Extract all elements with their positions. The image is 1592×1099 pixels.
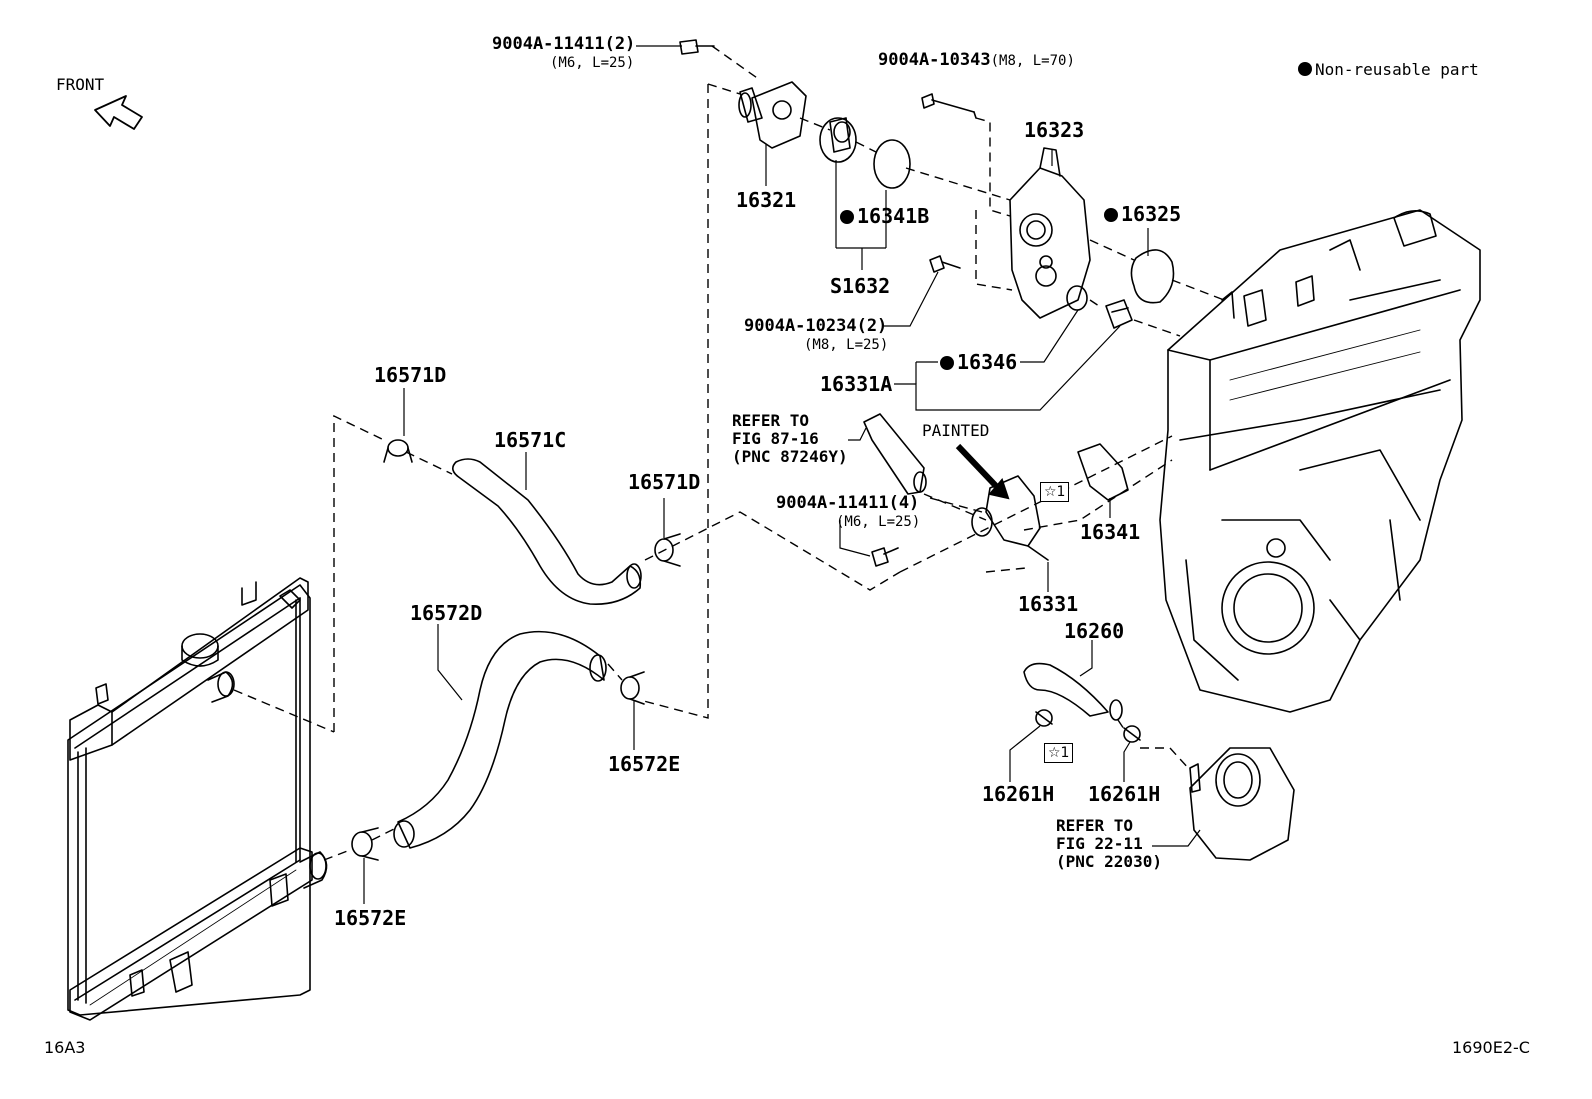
label-16572e-mid: 16572E [608,752,681,776]
corner-right-code: 1690E2-C [1452,1038,1530,1057]
gasket-16341b [873,139,911,189]
label-16572d: 16572D [410,601,483,625]
bolt-9004a-10343 [921,93,977,119]
bolt-9004a-11411-low [871,547,899,567]
o-ring-16346 [1066,285,1088,311]
label-16571d-top: 16571D [374,363,447,387]
gasket-16341 [1077,443,1129,501]
hose-16571c [452,458,642,605]
non-reusable-dot-icon [940,356,954,370]
legend: Non-reusable part [1298,62,1479,78]
non-reusable-dot-icon [1298,62,1312,76]
painted-label: PAINTED [922,421,990,440]
label-16571c: 16571C [494,428,567,452]
refer-2211-line1: REFER TO [1056,816,1134,835]
label-16341b: 16341B [840,206,929,226]
label-bolt-low: 9004A-11411(4) [776,493,920,513]
front-label: FRONT [56,75,105,94]
label-16571d-mid: 16571D [628,470,701,494]
bolt-9004a-10234 [929,255,961,273]
bypass-pipe [863,413,925,495]
refer-8716-line2: FIG 87-16 [732,429,819,448]
label-bolt-mid: 9004A-10234(2) [744,316,888,336]
label-bolt-long: 9004A-10343(M8, L=70) [878,52,1075,69]
gasket-16325 [1130,249,1175,304]
radiator-drawing [67,577,328,1021]
refer-fig-22-11: REFER TO FIG 22-11 (PNC 22030) [1056,817,1162,871]
legend-text: Non-reusable part [1315,60,1479,79]
hose-16572d [397,630,605,849]
label-16341: 16341 [1080,520,1141,544]
water-outlet-16323 [1009,147,1091,319]
clamp-16571d-top [383,439,413,463]
refer-8716-line3: (PNC 87246Y) [732,447,848,466]
spec-bolt-mid: (M8, L=25) [804,337,889,353]
clamp-16572e-low [351,827,379,861]
engine-block [1159,209,1481,713]
star-mark-1: ☆1 [1040,482,1070,502]
refer-fig-87-16: REFER TO FIG 87-16 (PNC 87246Y) [732,412,848,466]
clamp-16571d-mid [654,533,681,567]
label-16572e-low: 16572E [334,906,407,930]
refer-2211-line2: FIG 22-11 [1056,834,1143,853]
throttle-body [1189,747,1295,861]
label-16261h-a: 16261H [982,782,1055,806]
refer-8716-line1: REFER TO [732,411,810,430]
label-16346: 16346 [940,352,1017,372]
clamp-16261h-a [1035,709,1053,727]
label-16331: 16331 [1018,592,1079,616]
label-16261h-b: 16261H [1088,782,1161,806]
bolt-long-pn: 9004A-10343 [878,50,991,70]
non-reusable-dot-icon [840,210,854,224]
clamp-16572e-mid [620,671,645,705]
hose-16260 [1023,662,1109,717]
label-16260: 16260 [1064,619,1125,643]
front-arrow-icon [94,95,143,130]
clamp-16261h-b [1123,725,1141,743]
p16325-text: 16325 [1121,202,1182,226]
non-reusable-dot-icon [1104,208,1118,222]
bolt-9004a-11411-top [679,39,715,55]
spec-bolt-top: (M6, L=25) [550,55,635,71]
label-16321: 16321 [736,188,797,212]
star-mark-2: ☆1 [1044,743,1074,763]
label-bolt-top: 9004A-11411(2) [492,34,636,54]
water-inlet-16321 [738,81,807,149]
sensor-16331a [1105,299,1133,329]
spec-bolt-low: (M6, L=25) [836,514,921,530]
label-16331a: 16331A [820,372,893,396]
label-16323: 16323 [1024,118,1085,142]
refer-2211-line3: (PNC 22030) [1056,852,1162,871]
painted-arrow-icon [955,443,1010,500]
water-inlet-16331 [971,475,1049,561]
thermostat-s1632 [819,117,857,163]
label-16325: 16325 [1104,204,1181,224]
bolt-long-spec: (M8, L=70) [990,53,1075,69]
p16341b-text: 16341B [857,204,930,228]
p16346-text: 16346 [957,350,1018,374]
corner-left-code: 16A3 [44,1038,86,1057]
label-s1632: S1632 [830,274,891,298]
